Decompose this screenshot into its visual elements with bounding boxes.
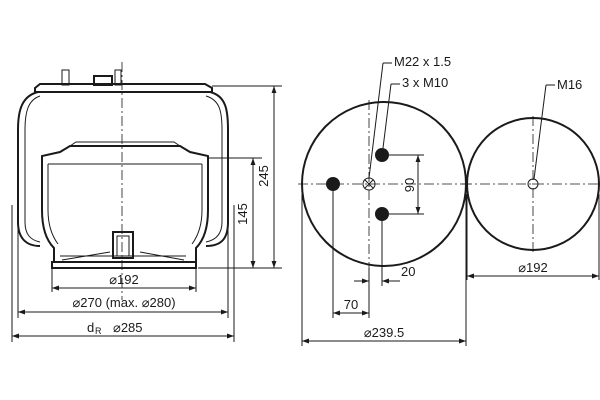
center-boss — [112, 231, 134, 259]
dim-dia-dr: d R ⌀285 — [11, 205, 235, 342]
center-boss-thread — [116, 235, 130, 257]
dim-dia-bellow: ⌀270 (max. ⌀280) — [17, 222, 229, 318]
dim-label-145: 145 — [235, 203, 250, 225]
piston-body — [41, 160, 209, 262]
piston-rim — [69, 141, 181, 147]
dim-offset-20: 20 — [354, 221, 415, 286]
bellow-inner-left — [24, 95, 41, 243]
bellow-outer — [17, 91, 41, 247]
dim-dia-bottom-plate: ⌀192 — [466, 194, 600, 280]
dim-label-192-bottom: ⌀192 — [518, 260, 548, 275]
leader-m10: 3 x M10 — [382, 75, 448, 149]
dim-height-total: 245 — [198, 85, 282, 269]
top-plate-view — [298, 100, 470, 268]
bottom-plate-view — [462, 116, 600, 254]
bolt-hole-top — [375, 148, 389, 162]
piston-inner — [47, 164, 203, 245]
air-connection — [93, 75, 113, 86]
label-m16: M16 — [557, 77, 582, 92]
leader-m16: M16 — [533, 77, 582, 180]
thread-hole-m16 — [527, 178, 539, 190]
bolt-hole-left — [326, 177, 340, 191]
piston-top — [41, 145, 209, 160]
dim-label-20: 20 — [401, 264, 415, 279]
bellow-outer-right — [205, 91, 229, 247]
piston-base — [51, 261, 197, 269]
stud-left — [61, 69, 70, 86]
dim-label-245: 245 — [256, 165, 271, 187]
dim-offset-70: 70 — [332, 191, 370, 318]
bellow-inner-right — [205, 95, 223, 243]
bolt-hole-bottom — [375, 207, 389, 221]
dr-subscript: R — [95, 326, 102, 336]
dim-label-239: ⌀239.5 — [364, 325, 404, 340]
dim-label-192: ⌀192 — [109, 272, 139, 287]
dim-height-piston: 145 — [208, 157, 262, 268]
dim-dia-top-plate: ⌀239.5 — [301, 194, 467, 346]
dim-label-90: 90 — [402, 178, 417, 192]
leader-m22: M22 x 1.5 — [368, 54, 451, 179]
dim-dia-piston: ⌀192 — [51, 268, 197, 292]
label-m22: M22 x 1.5 — [394, 54, 451, 69]
stud-right — [114, 69, 122, 86]
dim-spacing-90: 90 — [389, 154, 424, 215]
dim-label-70: 70 — [344, 297, 358, 312]
thread-hole-cross — [364, 179, 374, 189]
dim-label-285: ⌀285 — [113, 320, 143, 335]
dim-label-270: ⌀270 (max. ⌀280) — [72, 295, 175, 310]
air-spring-side-view — [17, 62, 229, 300]
dr-symbol: d — [87, 320, 94, 335]
label-m10: 3 x M10 — [402, 75, 448, 90]
